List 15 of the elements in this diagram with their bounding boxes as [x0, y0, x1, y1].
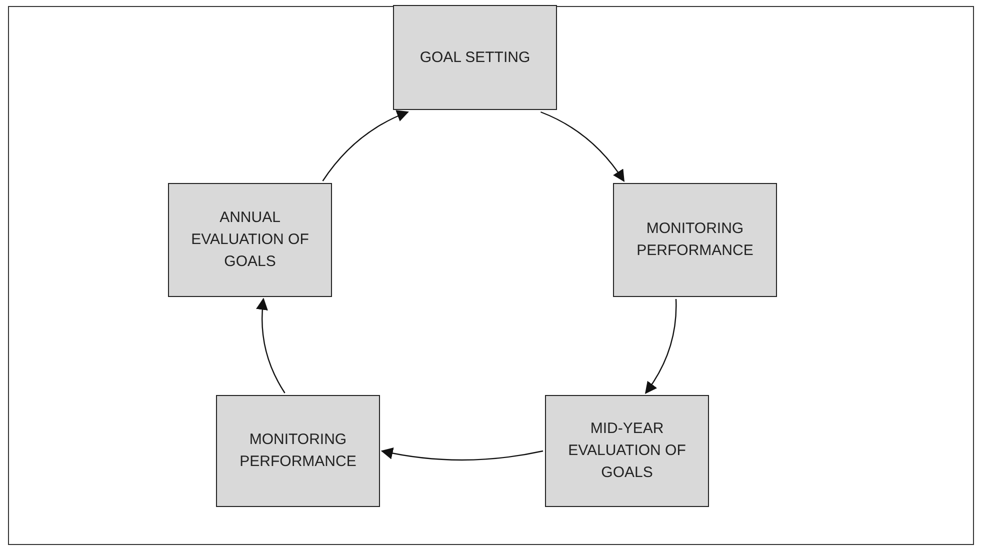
process-box: [393, 5, 557, 110]
curved-arrow: [380, 447, 544, 461]
process-box: [613, 183, 777, 297]
box-label: ANNUAL EVALUATION OF GOALS: [190, 208, 310, 272]
process-box: [168, 183, 332, 297]
curved-arrow: [256, 298, 286, 394]
process-box: [216, 395, 380, 507]
box-label: MONITORING PERFORMANCE: [238, 430, 358, 472]
curved-arrow: [540, 111, 625, 182]
box-label: GOAL SETTING: [418, 48, 532, 68]
curved-arrow: [645, 298, 677, 394]
box-label: MID-YEAR EVALUATION OF GOALS: [567, 419, 687, 483]
box-label: MONITORING PERFORMANCE: [636, 219, 754, 261]
process-box: [545, 395, 709, 507]
curved-arrow: [322, 110, 409, 182]
